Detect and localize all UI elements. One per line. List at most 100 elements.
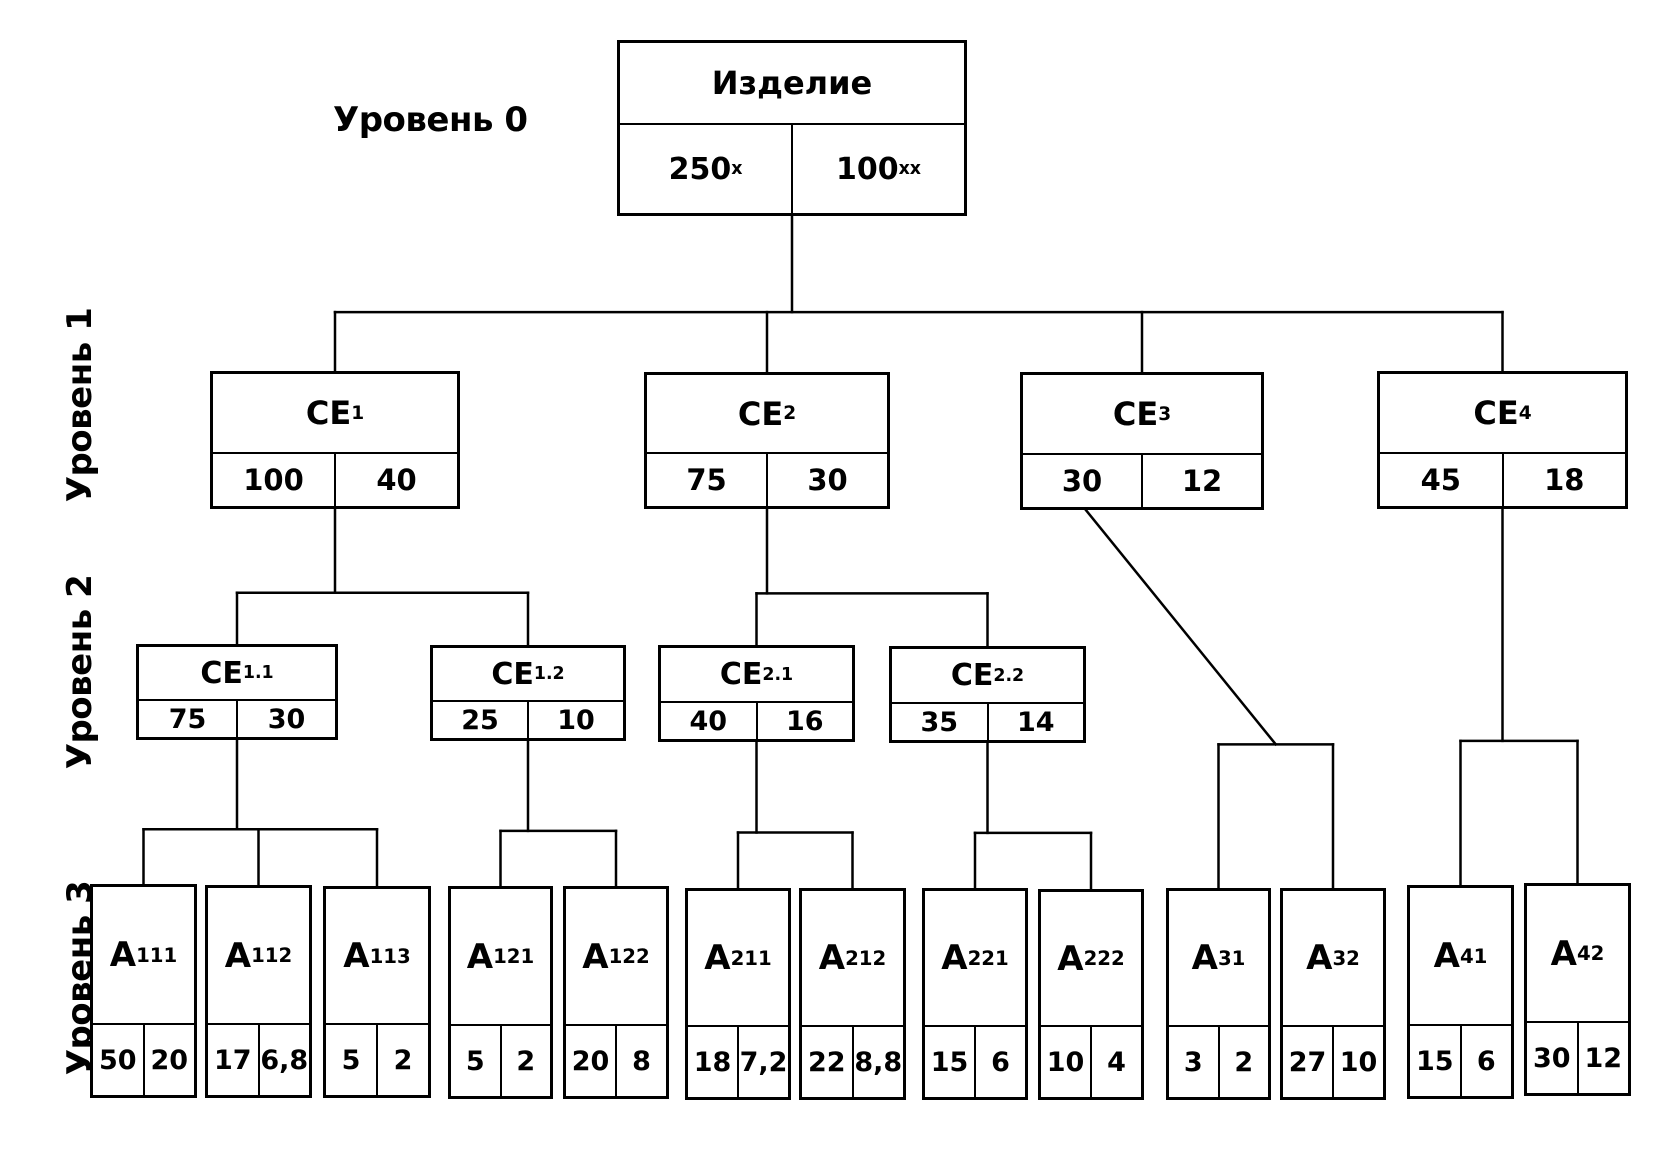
node-value-1: 22 — [807, 1046, 846, 1078]
root-node-title: Изделие — [620, 43, 964, 125]
node-name: A — [1550, 933, 1577, 974]
node-value-1: 25 — [461, 704, 499, 736]
node-value-2: 2 — [499, 1026, 551, 1096]
node-index: 122 — [608, 945, 650, 968]
node-name: A — [818, 938, 846, 978]
node-index: 111 — [136, 943, 178, 967]
node-index: 121 — [493, 945, 535, 968]
node-name: A — [224, 935, 252, 976]
node-index: 2.1 — [762, 664, 794, 685]
node-value-1: 30 — [1532, 1042, 1571, 1074]
node-index: 212 — [845, 946, 887, 970]
node-value-1: 50 — [98, 1044, 137, 1076]
node-value-2: 4 — [1090, 1027, 1141, 1097]
node-name: A — [466, 936, 494, 977]
node-value-2: 6,8 — [257, 1025, 310, 1095]
node-value-2: 10 — [1332, 1027, 1383, 1097]
node-value-2: 12 — [1576, 1023, 1629, 1093]
node-value-2: 30 — [236, 701, 335, 737]
node-name: A — [1191, 938, 1218, 978]
node-name: A — [704, 938, 731, 978]
node-value-2: 7,2 — [737, 1027, 788, 1097]
node-value-1: 30 — [1061, 464, 1103, 498]
node-value-2: 20 — [142, 1025, 195, 1095]
node-index: 41 — [1459, 944, 1488, 968]
root-value-1-mark: x — [731, 159, 743, 179]
node-index: 4 — [1518, 402, 1532, 424]
node-value-2: 10 — [527, 702, 623, 738]
node-value-2: 2 — [376, 1025, 428, 1095]
node-value-2: 40 — [334, 454, 457, 506]
node-name: A — [343, 936, 370, 976]
node-value-1: 15 — [1415, 1045, 1454, 1077]
node-index: 112 — [251, 944, 293, 967]
node-value-2: 6 — [974, 1027, 1025, 1097]
root-value-2-number: 100 — [835, 151, 899, 187]
node-value-2: 12 — [1141, 455, 1261, 507]
node-index: 31 — [1217, 946, 1246, 970]
node-value-1: 10 — [1046, 1046, 1085, 1078]
root-value-2-mark: xx — [898, 159, 922, 179]
level-0-label: Уровень 0 — [333, 100, 528, 140]
node-value-1: 75 — [168, 703, 207, 735]
node-value-1: 40 — [689, 705, 728, 737]
node-value-1: 18 — [693, 1046, 732, 1078]
root-value-1-number: 250 — [668, 151, 732, 187]
node-index: 1.1 — [242, 663, 274, 683]
node-value-2: 14 — [986, 704, 1084, 740]
node-name: A — [1306, 938, 1333, 978]
node-name: CE — [950, 658, 994, 693]
node-index: 32 — [1332, 946, 1360, 970]
node-value-2: 6 — [1459, 1026, 1512, 1096]
node-value-2: 30 — [766, 454, 887, 506]
node-name: CE — [200, 655, 243, 691]
level-1-label: Уровень 1 — [60, 307, 100, 503]
node-value-1: 27 — [1288, 1046, 1327, 1078]
node-name: CE — [1112, 395, 1159, 433]
node-value-1: 3 — [1183, 1046, 1203, 1078]
node-value-2: 8,8 — [851, 1027, 904, 1097]
node-value-1: 20 — [571, 1045, 610, 1077]
node-name: A — [941, 938, 968, 978]
node-name: CE — [305, 394, 352, 432]
node-index: 1 — [351, 402, 365, 424]
node-name: A — [1057, 938, 1084, 979]
node-value-1: 5 — [465, 1045, 485, 1077]
node-value-2: 18 — [1501, 454, 1626, 506]
connector-ce3-stem — [1084, 508, 1278, 747]
node-name: CE — [737, 394, 784, 433]
node-value-2: 8 — [615, 1026, 666, 1096]
node-name: CE — [719, 657, 763, 692]
node-index: 221 — [967, 946, 1009, 970]
node-value-1: 17 — [213, 1044, 252, 1076]
node-value-2: 16 — [755, 703, 853, 739]
level-2-label: Уровень 2 — [60, 574, 100, 770]
node-index: 113 — [369, 944, 411, 968]
node-value-1: 75 — [686, 463, 727, 497]
node-name: A — [1433, 936, 1460, 976]
node-index: 1.2 — [533, 664, 565, 684]
node-index: 42 — [1576, 942, 1605, 965]
